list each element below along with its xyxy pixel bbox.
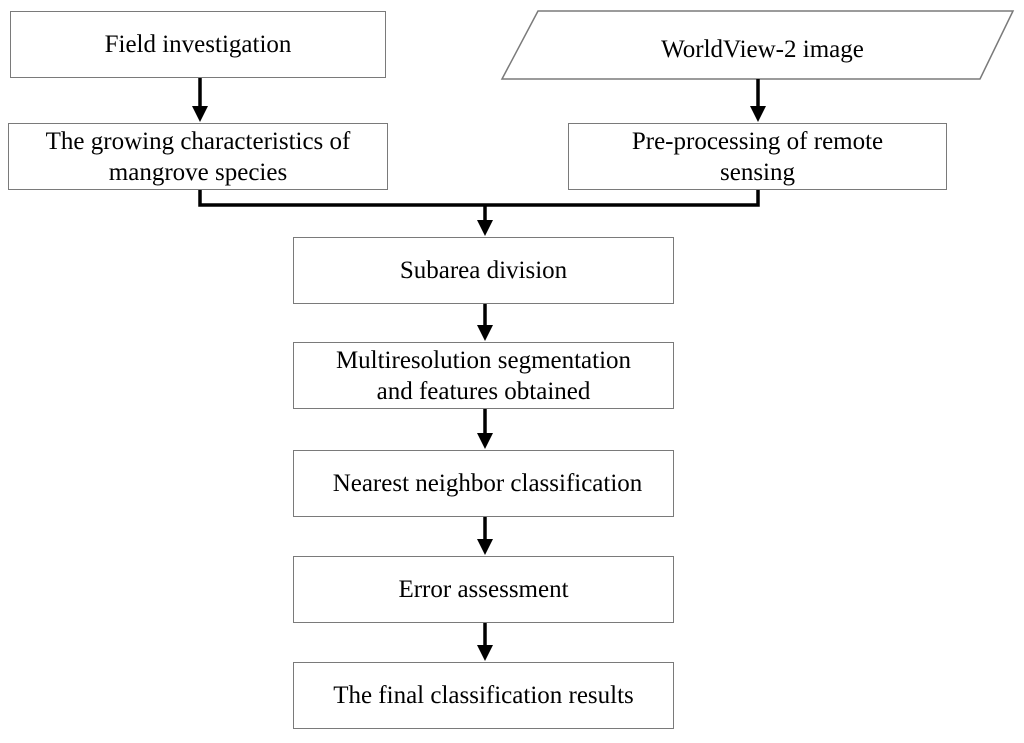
nearest-neighbor-label: Nearest neighbor classification [332,470,643,497]
arrowhead-error [477,539,493,555]
error-assessment-box: Error assessment [293,556,674,623]
nearest-neighbor-box: Nearest neighbor classification [293,450,674,517]
arrowhead-subarea [477,220,493,236]
arrowhead-segmentation [477,325,493,341]
segmentation-box: Multiresolution segmentation and feature… [293,342,674,409]
arrowhead-growing [192,106,208,122]
final-results-label: The final classification results [333,682,634,709]
subarea-division-label: Subarea division [399,257,568,284]
error-assessment-label: Error assessment [398,576,569,603]
worldview-image-parallelogram [500,10,1015,80]
field-investigation-label: Field investigation [104,31,292,58]
arrowhead-preprocessing [750,106,766,122]
growing-characteristics-box: The growing characteristics of mangrove … [8,123,388,190]
preprocessing-line1: Pre-processing of remote [631,127,884,155]
preprocessing-line2: sensing [720,158,795,186]
arrowhead-nearest [477,433,493,449]
merge-connector [198,190,760,207]
worldview-image-label-wrap: WorldView-2 image [560,30,965,70]
worldview-image-label: WorldView-2 image [661,36,864,63]
segmentation-line1: Multiresolution segmentation [335,346,632,374]
field-investigation-box: Field investigation [10,11,386,78]
growing-characteristics-line2: mangrove species [108,158,288,186]
arrowhead-final [477,645,493,661]
subarea-division-box: Subarea division [293,237,674,304]
preprocessing-box: Pre-processing of remote sensing [568,123,947,190]
final-results-box: The final classification results [293,662,674,729]
growing-characteristics-line1: The growing characteristics of [45,127,351,155]
segmentation-line2: and features obtained [376,377,591,405]
